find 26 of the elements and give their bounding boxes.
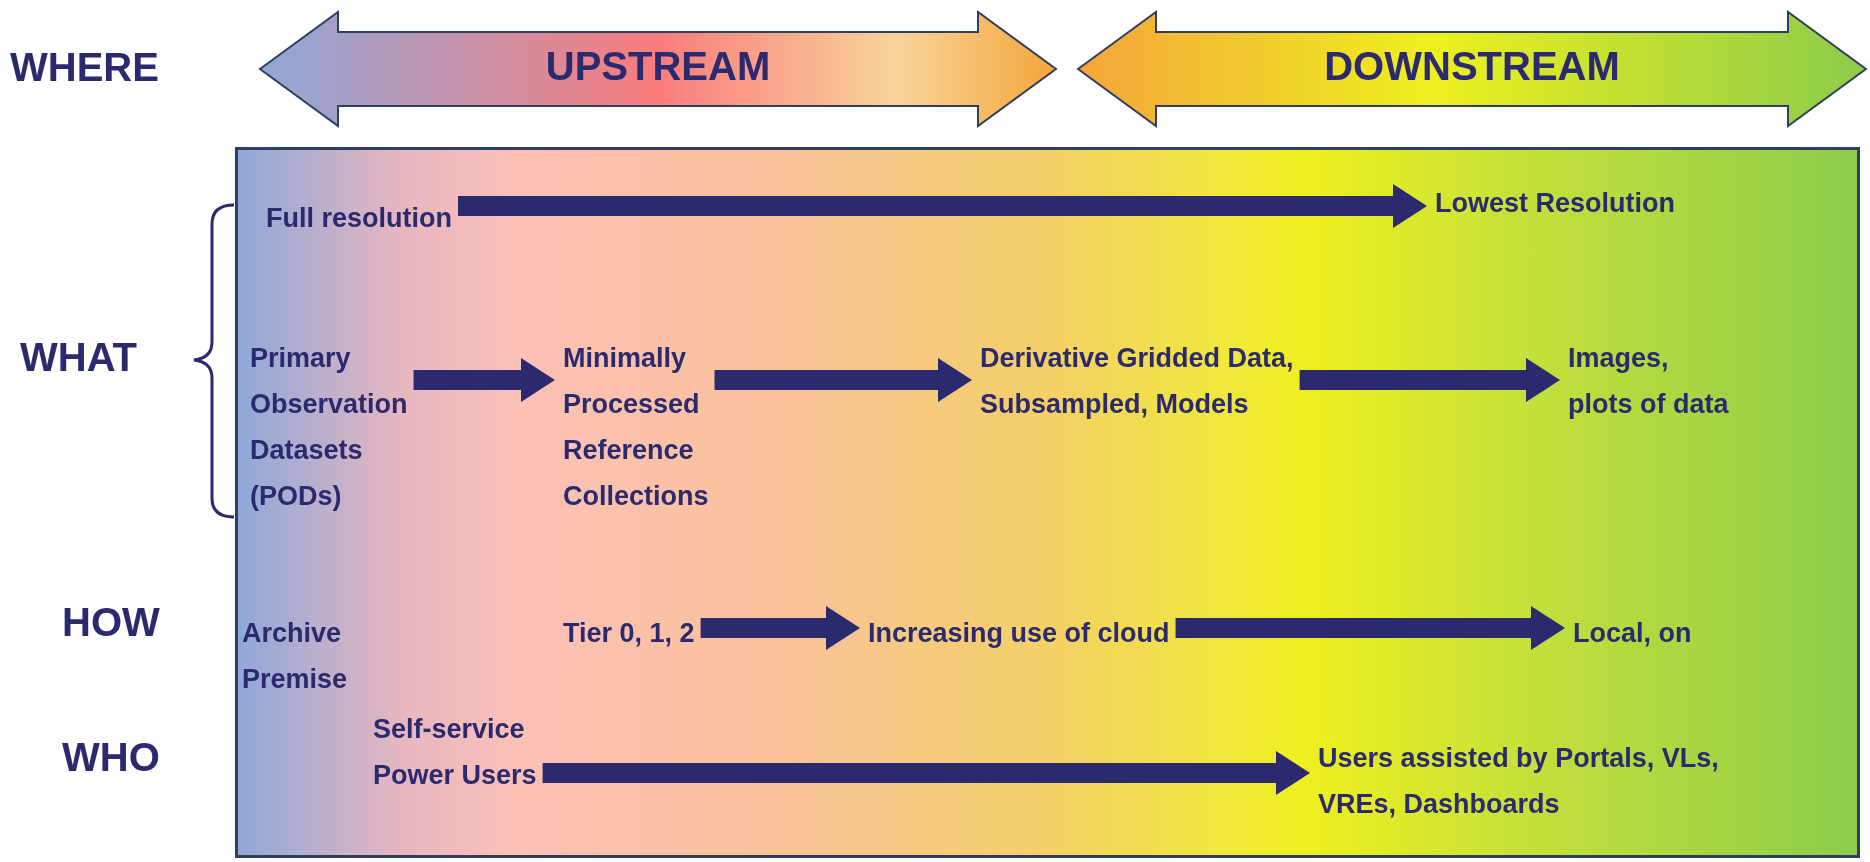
arrow-label: UPSTREAM xyxy=(544,44,772,89)
stage-text: Self-service Power Users xyxy=(373,706,583,798)
stage-text: Derivative Gridded Data, Subsampled, Models xyxy=(980,335,1325,427)
arrow-label: DOWNSTREAM xyxy=(1323,44,1621,89)
stage-text: Increasing use of cloud xyxy=(868,610,1208,656)
stage-text: Images, plots of data xyxy=(1568,335,1734,427)
stage-text: Minimally Processed Reference Collections xyxy=(563,335,743,519)
stage-text: Users assisted by Portals, VLs, VREs, Dashboards xyxy=(1318,735,1758,827)
stage-text: Primary Observation Datasets (PODs) xyxy=(250,335,450,519)
arrow xyxy=(1175,606,1565,650)
row-label: HOW xyxy=(62,600,160,645)
stage-text: Archive Premise xyxy=(242,610,382,702)
gradient-panel xyxy=(235,147,1860,858)
arrow xyxy=(413,358,555,402)
arrow xyxy=(714,358,972,402)
stage-text: Lowest Resolution xyxy=(1435,180,1735,226)
row-label: WHAT xyxy=(20,335,137,380)
arrow xyxy=(458,184,1427,228)
row-label: WHO xyxy=(62,735,160,780)
arrow xyxy=(542,751,1310,795)
stage-text: Full resolution xyxy=(266,195,486,241)
stage-text: Tier 0, 1, 2 xyxy=(563,610,723,656)
arrow xyxy=(1299,358,1560,402)
arrow xyxy=(700,606,860,650)
row-label: WHERE xyxy=(10,45,159,90)
stage-text: Local, on xyxy=(1573,610,1733,656)
